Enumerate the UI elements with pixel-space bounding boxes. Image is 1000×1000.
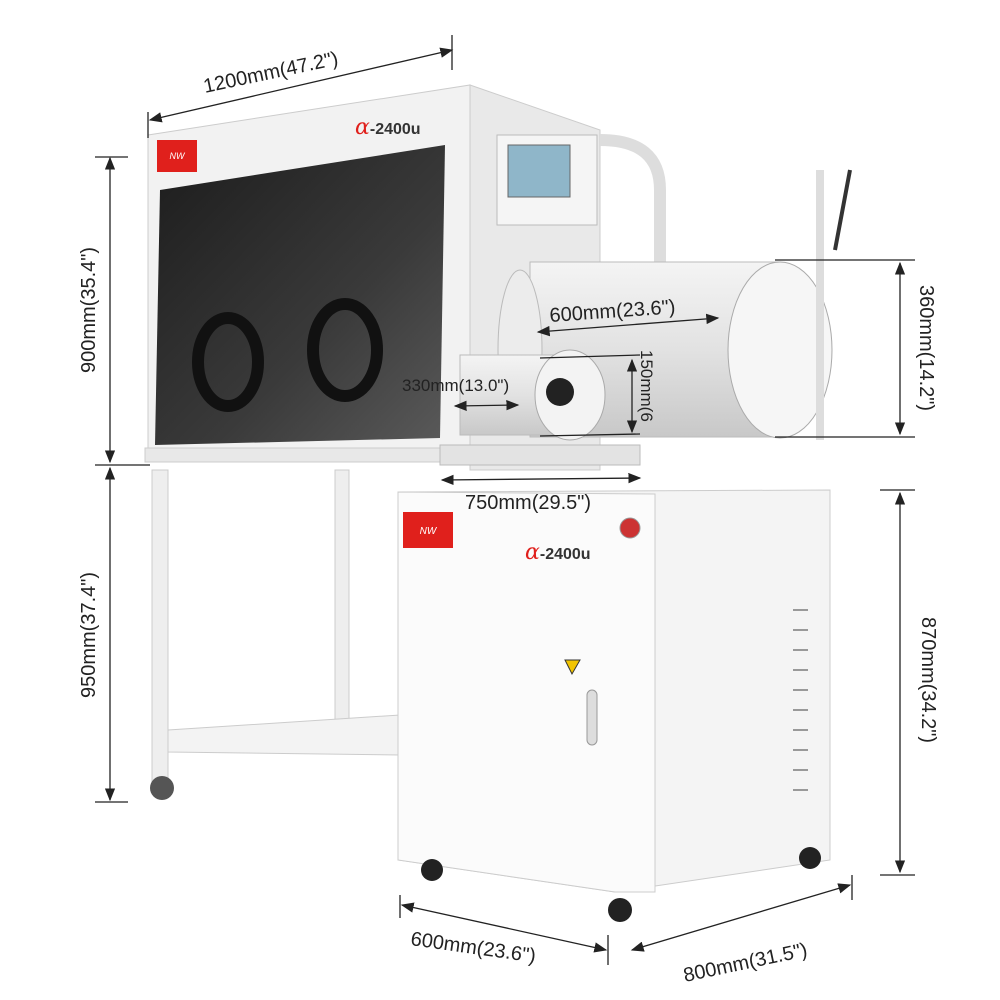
dim-mini-chamber-diameter: 150mm(6 — [637, 350, 656, 422]
dim-chamber-span: 750mm(29.5") — [465, 492, 591, 514]
dim-height-stand: 950mm(37.4") — [78, 572, 100, 698]
indicator-light — [619, 517, 641, 539]
dim-width-main: 1200mm(47.2") — [201, 48, 340, 98]
glove-port-left — [192, 312, 264, 412]
dim-height-box: 900mm(35.4") — [78, 247, 100, 373]
caster-wheel — [150, 776, 174, 800]
dim-mini-chamber-length: 330mm(13.0") — [402, 376, 509, 395]
model-label-cabinet: α-2400u — [525, 540, 591, 565]
glove-port-right — [307, 298, 383, 402]
brand-logo-cabinet — [403, 512, 453, 548]
svg-text:NW: NW — [170, 151, 186, 161]
viewing-window — [155, 145, 445, 445]
mini-antechamber — [439, 349, 641, 466]
purifier-cabinet: NW α-2400u — [397, 489, 831, 922]
touch-screen — [507, 144, 571, 198]
door-knob — [546, 378, 574, 406]
antechamber — [497, 169, 852, 440]
stand — [150, 469, 401, 800]
dim-purifier-depth: 600mm(23.6") — [409, 928, 537, 967]
dimension-lines — [95, 35, 915, 965]
door-handle[interactable] — [586, 689, 598, 746]
warning-label-icon — [564, 659, 581, 676]
dim-purifier-height: 870mm(34.2") — [917, 617, 939, 743]
brand-logo — [157, 140, 197, 172]
dim-purifier-width: 800mm(31.5") — [681, 939, 809, 987]
dim-antechamber-diameter: 360mm(14.2") — [915, 285, 937, 411]
svg-text:NW: NW — [420, 526, 438, 537]
